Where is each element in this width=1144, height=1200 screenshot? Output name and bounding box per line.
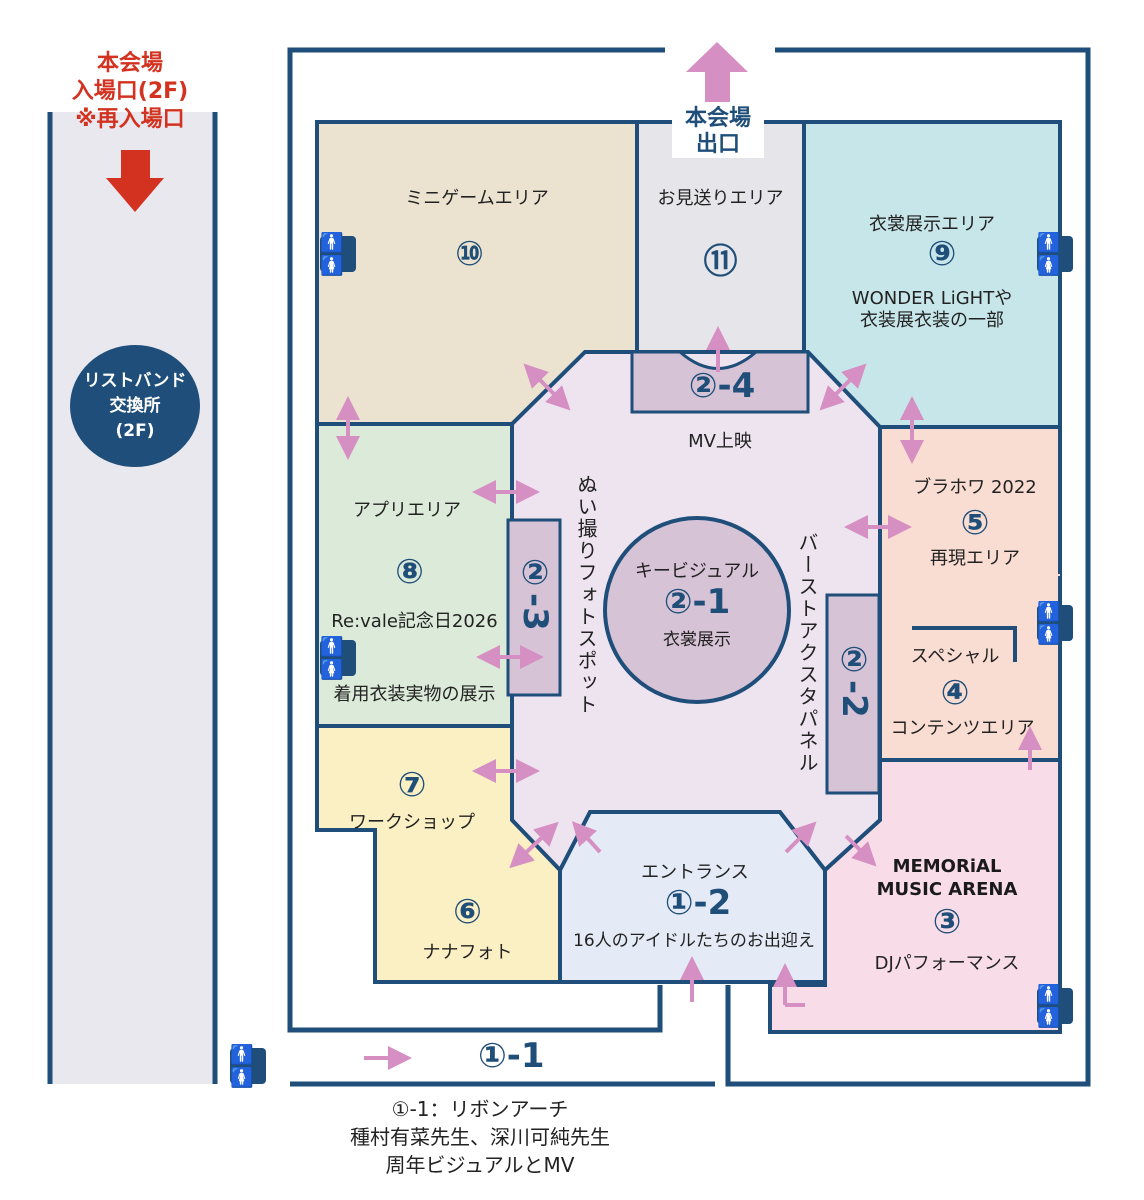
area-2-1-name: キービジュアル — [634, 561, 760, 582]
area-8-desc2: 着用衣装実物の展示 — [333, 684, 496, 705]
wristband-line1: リストバンド — [83, 370, 187, 391]
area-5-desc: 再現エリア — [930, 548, 1020, 569]
area-2-1-desc: 衣裳展示 — [663, 630, 731, 650]
area-8-desc1: Re:vale記念日2026 — [331, 611, 498, 632]
area-5-name: ブラホワ 2022 — [913, 477, 1037, 498]
area-2-3-vertical: ぬい撮りフォトスポット — [574, 474, 598, 716]
area-4-number: ④ — [940, 673, 970, 713]
area-2-2[interactable] — [825, 593, 881, 795]
area-6-name: ナナフォト — [422, 942, 513, 963]
area-3-name1: MEMORiAL — [892, 856, 1002, 877]
area-7-name: ワークショップ — [349, 812, 475, 833]
area-9-desc2: 衣装展衣装の一部 — [860, 310, 1004, 331]
entrance-line3: ※再入場口 — [75, 107, 185, 132]
restroom-icon: 🚹🚺 — [230, 1044, 266, 1089]
area-11-number: ⑪ — [703, 242, 738, 282]
area-9-desc1: WONDER LiGHTや — [851, 288, 1013, 309]
area-8-name: アプリエリア — [353, 500, 461, 521]
entrance-label: 本会場 入場口(2F) ※再入場口 — [40, 50, 220, 134]
area-9-name: 衣裳展示エリア — [869, 214, 995, 235]
area-9[interactable] — [802, 120, 1062, 429]
wristband-line3: (2F) — [115, 420, 155, 441]
area-2-4-desc: MV上映 — [688, 431, 752, 452]
entrance-line1: 本会場 — [96, 51, 163, 76]
wristband-exchange[interactable]: リストバンド 交換所 (2F) — [70, 345, 200, 467]
area-2-2-number: ②-2 — [834, 640, 874, 718]
area-3-desc: DJパフォーマンス — [874, 953, 1020, 974]
entrance-arrow-icon — [106, 150, 164, 212]
note-line3: 周年ビジュアルとMV — [385, 1153, 575, 1177]
area-1-2-number: ①-2 — [664, 883, 732, 923]
restroom-icon: 🚹🚺 — [1037, 232, 1073, 277]
outer-wall — [287, 47, 665, 1033]
restroom-icon: 🚹🚺 — [320, 232, 356, 277]
exit-line1: 本会場 — [684, 106, 751, 131]
flow-arrows — [336, 326, 1042, 1070]
area-3-name2: MUSIC ARENA — [876, 879, 1018, 900]
area-4-desc: コンテンツエリア — [890, 718, 1035, 739]
corridor-left — [50, 112, 215, 1084]
area-1-1-number: ①-1 — [478, 1036, 545, 1076]
area-4-name: スペシャル — [910, 646, 1000, 667]
note-line2: 種村有菜先生、深川可純先生 — [350, 1125, 610, 1149]
wristband-line2: 交換所 — [109, 395, 161, 416]
area-2-1-number: ②-1 — [663, 582, 731, 622]
ribbon-arch-note: ①-1：リボンアーチ 種村有菜先生、深川可純先生 周年ビジュアルとMV — [300, 1095, 660, 1179]
restroom-icon: 🚹🚺 — [1037, 984, 1073, 1029]
area-9-number: ⑨ — [927, 234, 957, 274]
area-6-number: ⑥ — [453, 892, 482, 932]
area-2-3-number: ②-3 — [515, 553, 555, 631]
area-11-name: お見送りエリア — [657, 188, 784, 209]
entrance-line2: 入場口(2F) — [71, 79, 189, 104]
area-2-1[interactable] — [603, 516, 791, 704]
area-2-4-number: ②-4 — [688, 366, 756, 406]
exit-arrow-icon — [686, 42, 748, 102]
area-2-2-vertical: バーストアクスタパネル — [795, 532, 819, 774]
area-1-2-name: エントランス — [641, 862, 749, 883]
exit-label: 本会場 出口 — [672, 106, 764, 158]
area-10-number: ⑩ — [455, 234, 484, 274]
restroom-icon: 🚹🚺 — [1037, 601, 1073, 646]
area-10-name: ミニゲームエリア — [405, 188, 549, 209]
exit-line2: 出口 — [695, 132, 740, 157]
note-line1: ①-1：リボンアーチ — [391, 1097, 569, 1121]
area-1-2-desc: 16人のアイドルたちのお出迎え — [573, 931, 815, 951]
area-5-number: ⑤ — [960, 503, 990, 543]
area-2-4[interactable] — [630, 350, 810, 414]
restroom-icon: 🚹🚺 — [320, 636, 356, 681]
area-3-number: ③ — [932, 902, 962, 942]
area-8-number: ⑧ — [395, 552, 424, 592]
area-7-number: ⑦ — [397, 765, 427, 805]
